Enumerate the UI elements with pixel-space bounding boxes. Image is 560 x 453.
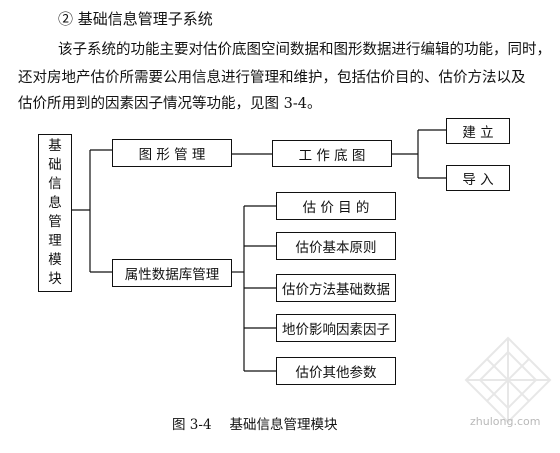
item-box-3: 估价方法基础数据 bbox=[276, 274, 396, 302]
watermark-text: zhulong.com bbox=[470, 415, 541, 428]
graphics-mgmt-label: 图 形 管 理 bbox=[138, 147, 206, 163]
figure-caption: 图 3-4 基础信息管理模块 bbox=[172, 413, 338, 433]
item-box-5: 估价其他参数 bbox=[276, 357, 396, 385]
figure-title: 基础信息管理模块 bbox=[229, 417, 338, 433]
item-box-2: 估价基本原则 bbox=[276, 232, 396, 260]
item-label-4: 地价影响因素因子 bbox=[282, 322, 390, 338]
attribute-db-label: 属性数据库管理 bbox=[124, 267, 220, 283]
section-heading: ② 基础信息管理子系统 bbox=[58, 10, 213, 28]
watermark-logo-icon bbox=[464, 336, 552, 424]
item-label-3: 估价方法基础数据 bbox=[282, 282, 390, 298]
item-label-1: 估 价 目 的 bbox=[302, 200, 370, 216]
work-basemap-label: 工 作 底 图 bbox=[298, 147, 366, 164]
graphics-mgmt-box: 图 形 管 理 bbox=[112, 139, 232, 167]
create-label: 建 立 bbox=[462, 125, 494, 141]
figure-number: 图 3-4 bbox=[172, 417, 212, 433]
import-box: 导 入 bbox=[446, 165, 510, 191]
work-basemap-box: 工 作 底 图 bbox=[272, 140, 392, 167]
attribute-db-box: 属性数据库管理 bbox=[112, 259, 232, 287]
create-box: 建 立 bbox=[446, 118, 510, 144]
item-box-4: 地价影响因素因子 bbox=[276, 314, 396, 342]
item-label-5: 估价其他参数 bbox=[295, 365, 377, 381]
item-box-1: 估 价 目 的 bbox=[276, 192, 396, 220]
root-module-label: 基础信息管理模块 bbox=[48, 138, 62, 287]
import-label: 导 入 bbox=[462, 172, 494, 188]
paragraph-line-2: 还对房地产估价所需要公用信息进行管理和维护，包括估价目的、估价方法以及 bbox=[18, 70, 526, 86]
paragraph-line-1: 该子系统的功能主要对估价底图空间数据和图形数据进行编辑的功能，同时， bbox=[58, 42, 551, 58]
paragraph-line-3: 估价所用到的因素因子情况等功能，见图 3-4。 bbox=[18, 96, 322, 112]
item-label-2: 估价基本原则 bbox=[295, 240, 377, 256]
root-module-box: 基础信息管理模块 bbox=[38, 134, 72, 292]
